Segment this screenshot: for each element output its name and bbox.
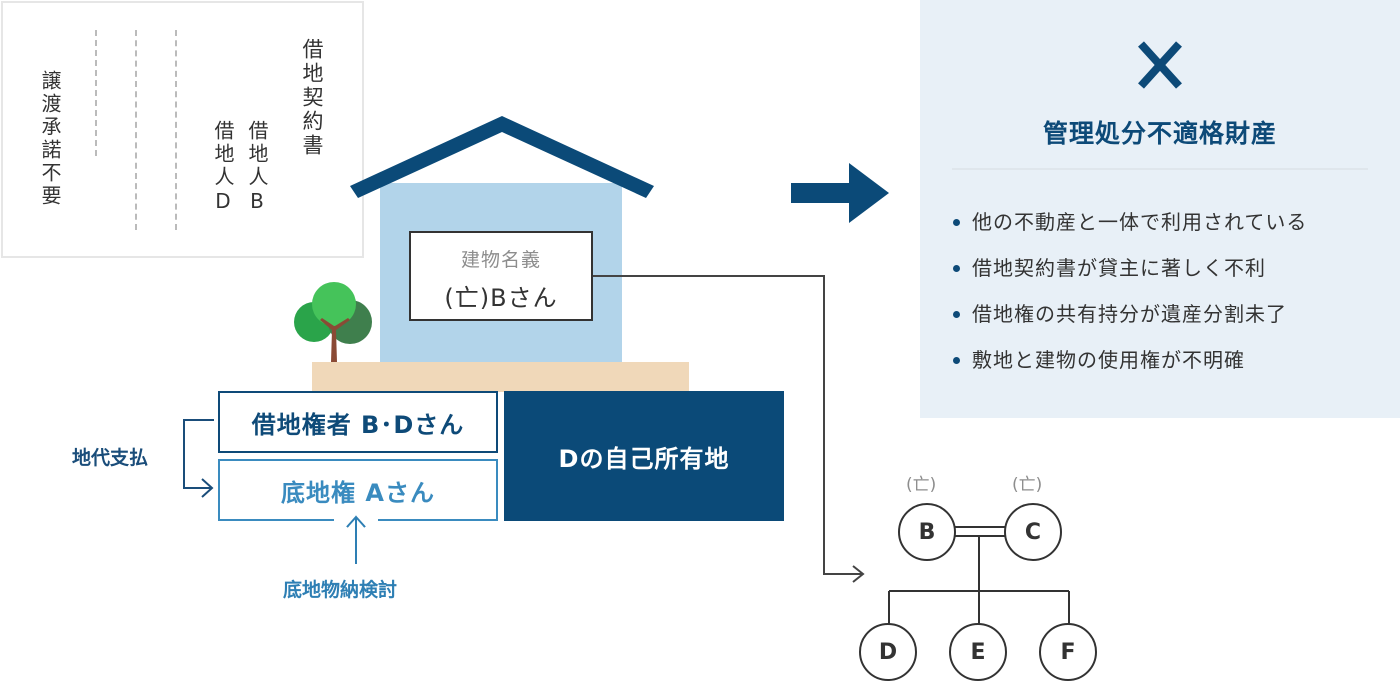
deceased-mark: (亡) [906, 475, 937, 495]
reason-item: 敷地と建物の使用権が不明確 [952, 344, 1307, 390]
own-land-box: Dの自己所有地 [504, 391, 784, 521]
house-roof-icon [350, 116, 654, 198]
consent-note: 譲渡承諾不要 [38, 70, 62, 208]
divider [952, 168, 1368, 170]
bullet-icon [953, 265, 960, 272]
signature-line [95, 30, 97, 156]
reason-item: 借地権の共有持分が遺産分割未了 [952, 298, 1307, 344]
family-tree-lines [888, 526, 1070, 624]
deceased-mark: (亡) [1012, 475, 1043, 495]
person-node-d: D [859, 623, 917, 681]
x-mark-icon [1138, 41, 1182, 89]
rent-payment-label: 地代支払 [72, 447, 149, 469]
bullet-icon [953, 311, 960, 318]
signature-line [135, 30, 137, 230]
building-owner-name: (亡)Bさん [444, 284, 558, 312]
person-node-c: C [1004, 503, 1062, 561]
contract-card [1, 1, 364, 258]
person-node-f: F [1039, 623, 1097, 681]
land-rights-box: 底地権 Aさん [218, 459, 498, 521]
bullet-icon [953, 219, 960, 226]
lessee-rights-box: 借地権者 B･Dさん [218, 391, 498, 453]
connector-arrow-icon [593, 275, 865, 583]
bullet-icon [953, 357, 960, 364]
reason-item: 借地契約書が貸主に著しく不利 [952, 252, 1307, 298]
reason-item: 他の不動産と一体で利用されている [952, 206, 1307, 252]
signature-line [175, 30, 177, 230]
building-owner-label: 建物名義 [460, 249, 541, 271]
ground-strip [312, 362, 689, 392]
right-arrow-icon [791, 163, 889, 223]
person-node-e: E [949, 623, 1007, 681]
verdict-title: 管理処分不適格財産 [1042, 119, 1277, 148]
lessee-b-label: 借地人B [245, 120, 269, 216]
contract-title: 借地契約書 [300, 38, 324, 158]
tree-icon [294, 282, 372, 362]
reason-list: 他の不動産と一体で利用されている 借地契約書が貸主に著しく不利 借地権の共有持分… [952, 206, 1307, 390]
lessee-d-label: 借地人D [211, 120, 235, 216]
consider-in-kind-label: 底地物納検討 [283, 579, 398, 601]
person-node-b: B [898, 503, 956, 561]
building-owner-box: 建物名義 (亡)Bさん [409, 231, 593, 321]
rent-arrow-icon [183, 419, 214, 498]
up-arrow-icon [346, 515, 366, 564]
